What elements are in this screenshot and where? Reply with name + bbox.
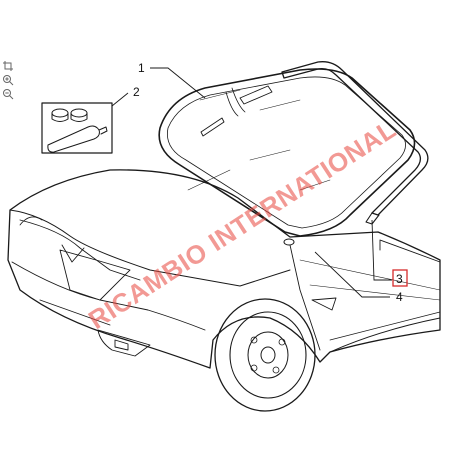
leader-line-1 xyxy=(150,67,206,99)
windshield-glass xyxy=(158,68,416,237)
leader-line-2 xyxy=(111,92,129,107)
zoom-out-icon[interactable] xyxy=(2,88,14,100)
leader-line-3 xyxy=(371,219,392,281)
callout-3[interactable]: 3 xyxy=(396,272,403,286)
crop-icon[interactable] xyxy=(2,60,14,72)
leader-line-4 xyxy=(314,251,390,298)
viewer-toolbar xyxy=(2,60,14,100)
callout-3-highlight-box xyxy=(392,269,408,287)
car-body-outline xyxy=(7,169,441,369)
front-wheel xyxy=(214,298,316,412)
windshield-seal xyxy=(281,61,429,225)
zoom-in-icon[interactable] xyxy=(2,74,14,86)
adhesive-kit xyxy=(41,102,113,154)
watermark-text: RICAMBIO INTERNATIONAL xyxy=(83,114,401,335)
callout-2[interactable]: 2 xyxy=(133,85,140,99)
callout-4[interactable]: 4 xyxy=(396,290,403,304)
callout-1[interactable]: 1 xyxy=(138,61,145,75)
